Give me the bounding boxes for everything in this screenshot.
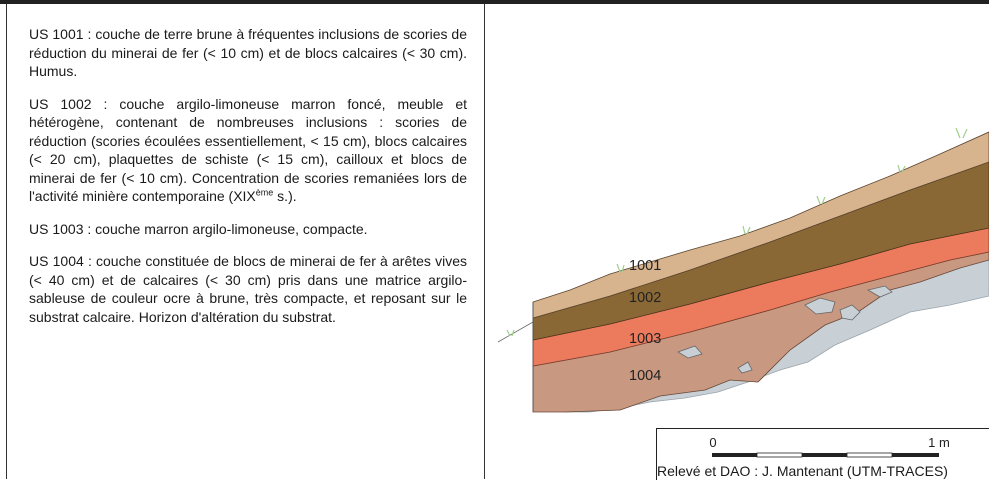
grass-tufts	[506, 127, 968, 337]
description-us-1004: US 1004 : couche constituée de blocs de …	[29, 253, 467, 325]
label-1004: 1004	[629, 368, 661, 384]
description-us-1003: US 1003 : couche marron argilo-limoneuse…	[29, 220, 368, 237]
label-1001: 1001	[629, 258, 661, 274]
left-border	[6, 4, 7, 479]
scale-segment-3	[802, 453, 847, 457]
scale-segment-5	[892, 453, 939, 457]
stone-1	[804, 297, 836, 315]
label-1002: 1002	[629, 290, 661, 306]
stone-4	[677, 345, 703, 359]
label-1003: 1003	[629, 331, 661, 347]
ground-surface	[497, 302, 534, 343]
stratigraphic-section: 1001 1002 1003 1004	[497, 127, 989, 413]
scale-segment-2	[756, 452, 803, 458]
description-us-1001: US 1001 : couche de terre brune à fréque…	[29, 26, 467, 79]
scale-bar: 0 1 m	[709, 435, 950, 458]
top-border	[0, 0, 989, 4]
scale-end-label: 1 m	[928, 435, 950, 450]
description-us-1002: US 1002 : couche argilo-limoneuse marron…	[29, 95, 467, 205]
layer-descriptions: US 1001 : couche de terre brune à fréque…	[29, 25, 467, 340]
stone-2	[839, 304, 861, 321]
scale-bar-box: 0 1 m Relevé et DAO : J. Mantenant (UTM-…	[656, 428, 989, 480]
layer-1001	[532, 131, 989, 319]
scale-segment-1	[712, 453, 757, 457]
cropped-caption: ...	[210, 0, 220, 3]
panel-divider	[484, 4, 485, 479]
credit-line: Relevé et DAO : J. Mantenant (UTM-TRACES…	[657, 463, 948, 479]
stone-5	[737, 361, 753, 374]
scale-segment-4	[846, 452, 893, 458]
scale-start-label: 0	[709, 435, 716, 450]
stone-3	[866, 285, 893, 298]
